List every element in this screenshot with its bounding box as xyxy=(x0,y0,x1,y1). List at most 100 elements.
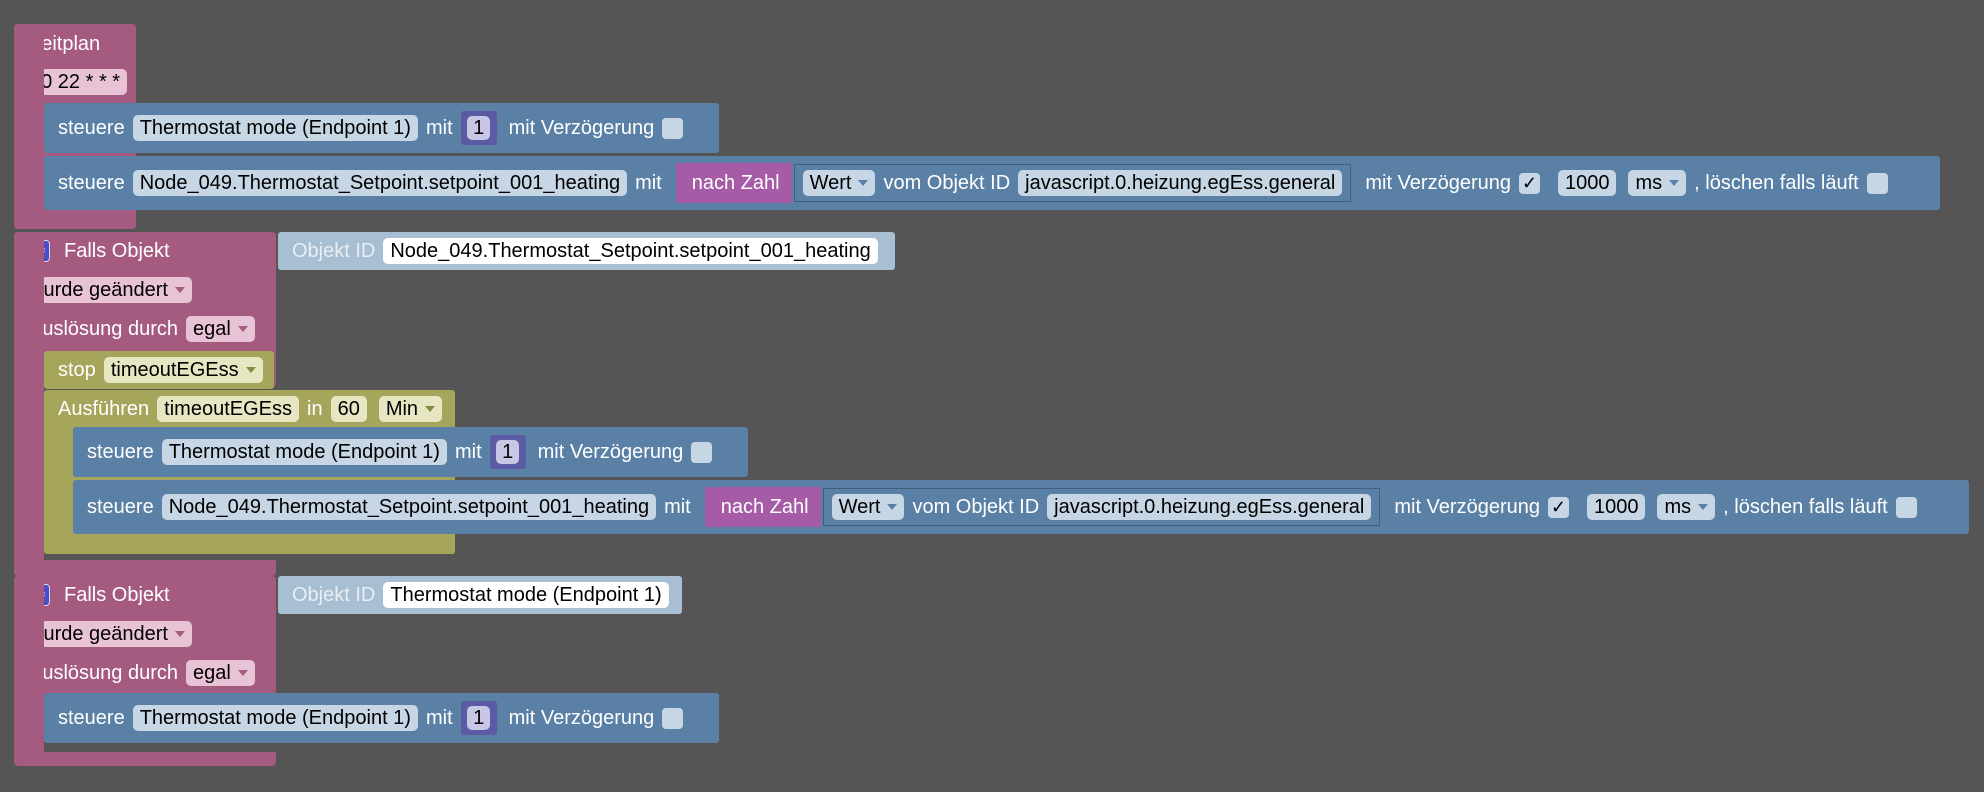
control-block[interactable]: steuere Thermostat mode (Endpoint 1) mit… xyxy=(44,103,719,153)
delay-value-field[interactable]: 1000 xyxy=(1557,170,1617,196)
chevron-down-icon xyxy=(887,504,898,510)
run-timer-block-footer xyxy=(44,541,455,554)
run-timer-name-field[interactable]: timeoutEGEss xyxy=(157,396,299,422)
trigger-block-spine xyxy=(14,576,44,766)
chevron-down-icon xyxy=(858,180,869,186)
stop-label: stop xyxy=(58,358,96,381)
delay-value-field[interactable]: 1000 xyxy=(1586,494,1646,520)
condition-value: wurde geändert xyxy=(29,278,168,301)
convert-to-number-block[interactable]: nach Zahl xyxy=(675,163,792,203)
unit-value: ms xyxy=(1635,171,1663,194)
delay-checkbox[interactable] xyxy=(662,117,684,139)
with-label: mit xyxy=(425,706,453,729)
chevron-down-icon xyxy=(1669,180,1680,186)
cause-select[interactable]: egal xyxy=(185,660,255,686)
chevron-down-icon xyxy=(174,631,185,637)
condition-select[interactable]: wurde geändert xyxy=(22,621,192,647)
control-label: steuere xyxy=(87,440,154,463)
object-id-label: Objekt ID xyxy=(292,583,376,606)
control-label: steuere xyxy=(58,706,125,729)
object-id-block[interactable]: Objekt ID Thermostat mode (Endpoint 1) xyxy=(278,576,682,614)
with-label: mit xyxy=(454,440,482,463)
unit-select[interactable]: ms xyxy=(1628,170,1687,196)
interval-unit-value: Min xyxy=(385,397,419,420)
object-select[interactable]: Node_049.Thermostat_Setpoint.setpoint_00… xyxy=(132,170,628,196)
trigger-block-spine xyxy=(14,232,44,572)
delay-checkbox[interactable]: ✓ xyxy=(1518,172,1540,194)
trigger-title: Falls Objekt xyxy=(64,239,170,262)
unit-select[interactable]: ms xyxy=(1657,494,1716,520)
control-block[interactable]: steuere Thermostat mode (Endpoint 1) mit… xyxy=(44,693,719,743)
delay-checkbox[interactable] xyxy=(662,707,684,729)
cause-value: egal xyxy=(192,317,231,340)
property-select[interactable]: Wert xyxy=(802,170,876,196)
delay-label: mit Verzögerung xyxy=(508,116,655,139)
get-object-block[interactable]: Wert vom Objekt ID javascript.0.heizung.… xyxy=(793,164,1352,202)
trigger-block-footer xyxy=(14,752,276,766)
schedule-title: Zeitplan xyxy=(29,32,101,55)
chevron-down-icon xyxy=(174,287,185,293)
stop-timer-block[interactable]: stop timeoutEGEss xyxy=(44,351,274,389)
schedule-block-spine xyxy=(14,24,44,229)
delay-checkbox[interactable] xyxy=(691,441,713,463)
cause-label: Auslösung durch xyxy=(29,317,178,340)
from-object-label: vom Objekt ID xyxy=(883,171,1011,194)
delay-checkbox[interactable]: ✓ xyxy=(1547,496,1569,518)
clear-checkbox[interactable] xyxy=(1895,496,1917,518)
control-label: steuere xyxy=(58,116,125,139)
clear-label: , löschen falls läuft xyxy=(1694,171,1859,194)
object-id-field[interactable]: Node_049.Thermostat_Setpoint.setpoint_00… xyxy=(383,238,878,264)
trigger-title: Falls Objekt xyxy=(64,583,170,606)
number-field[interactable]: 1 xyxy=(467,116,491,140)
number-block[interactable]: 1 xyxy=(489,435,526,469)
control-label: steuere xyxy=(87,495,154,518)
chevron-down-icon xyxy=(237,670,248,676)
condition-select[interactable]: wurde geändert xyxy=(22,277,192,303)
chevron-down-icon xyxy=(245,367,256,373)
run-label: Ausführen xyxy=(58,397,150,420)
object-id-block[interactable]: Objekt ID Node_049.Thermostat_Setpoint.s… xyxy=(278,232,895,270)
delay-label: mit Verzögerung xyxy=(508,706,655,729)
object-id-label: Objekt ID xyxy=(292,239,376,262)
number-block[interactable]: 1 xyxy=(460,701,497,735)
delay-label: mit Verzögerung xyxy=(1394,495,1540,518)
with-label: mit xyxy=(664,495,691,518)
object-id-field[interactable]: Thermostat mode (Endpoint 1) xyxy=(383,582,669,608)
property-value: Wert xyxy=(809,171,852,194)
get-object-block[interactable]: Wert vom Objekt ID javascript.0.heizung.… xyxy=(822,488,1381,526)
convert-label: nach Zahl xyxy=(691,171,780,194)
number-field[interactable]: 1 xyxy=(467,706,491,730)
object-select[interactable]: Thermostat mode (Endpoint 1) xyxy=(132,705,418,731)
clear-checkbox[interactable] xyxy=(1866,172,1888,194)
control-block[interactable]: steuere Node_049.Thermostat_Setpoint.set… xyxy=(44,156,1940,210)
with-label: mit xyxy=(635,171,662,194)
object-select[interactable]: Node_049.Thermostat_Setpoint.setpoint_00… xyxy=(161,494,657,520)
source-object-field[interactable]: javascript.0.heizung.egEss.general xyxy=(1018,170,1343,196)
in-label: in xyxy=(307,397,323,420)
clear-label: , löschen falls läuft xyxy=(1723,495,1888,518)
interval-unit-select[interactable]: Min xyxy=(378,396,443,422)
number-block[interactable]: 1 xyxy=(460,111,497,145)
delay-label: mit Verzögerung xyxy=(537,440,684,463)
object-select[interactable]: Thermostat mode (Endpoint 1) xyxy=(132,115,418,141)
from-object-label: vom Objekt ID xyxy=(912,495,1040,518)
chevron-down-icon xyxy=(425,406,436,412)
schedule-block-footer xyxy=(14,210,136,228)
timer-select[interactable]: timeoutEGEss xyxy=(103,357,263,383)
chevron-down-icon xyxy=(237,326,248,332)
convert-label: nach Zahl xyxy=(720,495,809,518)
number-field[interactable]: 1 xyxy=(496,440,520,464)
unit-value: ms xyxy=(1664,495,1692,518)
condition-value: wurde geändert xyxy=(29,622,168,645)
source-object-field[interactable]: javascript.0.heizung.egEss.general xyxy=(1047,494,1372,520)
control-block[interactable]: steuere Node_049.Thermostat_Setpoint.set… xyxy=(73,480,1969,534)
property-select[interactable]: Wert xyxy=(831,494,905,520)
cause-select[interactable]: egal xyxy=(185,316,255,342)
interval-field[interactable]: 60 xyxy=(330,396,367,422)
object-select[interactable]: Thermostat mode (Endpoint 1) xyxy=(161,439,447,465)
chevron-down-icon xyxy=(1698,504,1709,510)
convert-to-number-block[interactable]: nach Zahl xyxy=(704,487,821,527)
trigger-block-footer xyxy=(14,560,276,576)
control-block[interactable]: steuere Thermostat mode (Endpoint 1) mit… xyxy=(73,427,748,477)
property-value: Wert xyxy=(838,495,881,518)
